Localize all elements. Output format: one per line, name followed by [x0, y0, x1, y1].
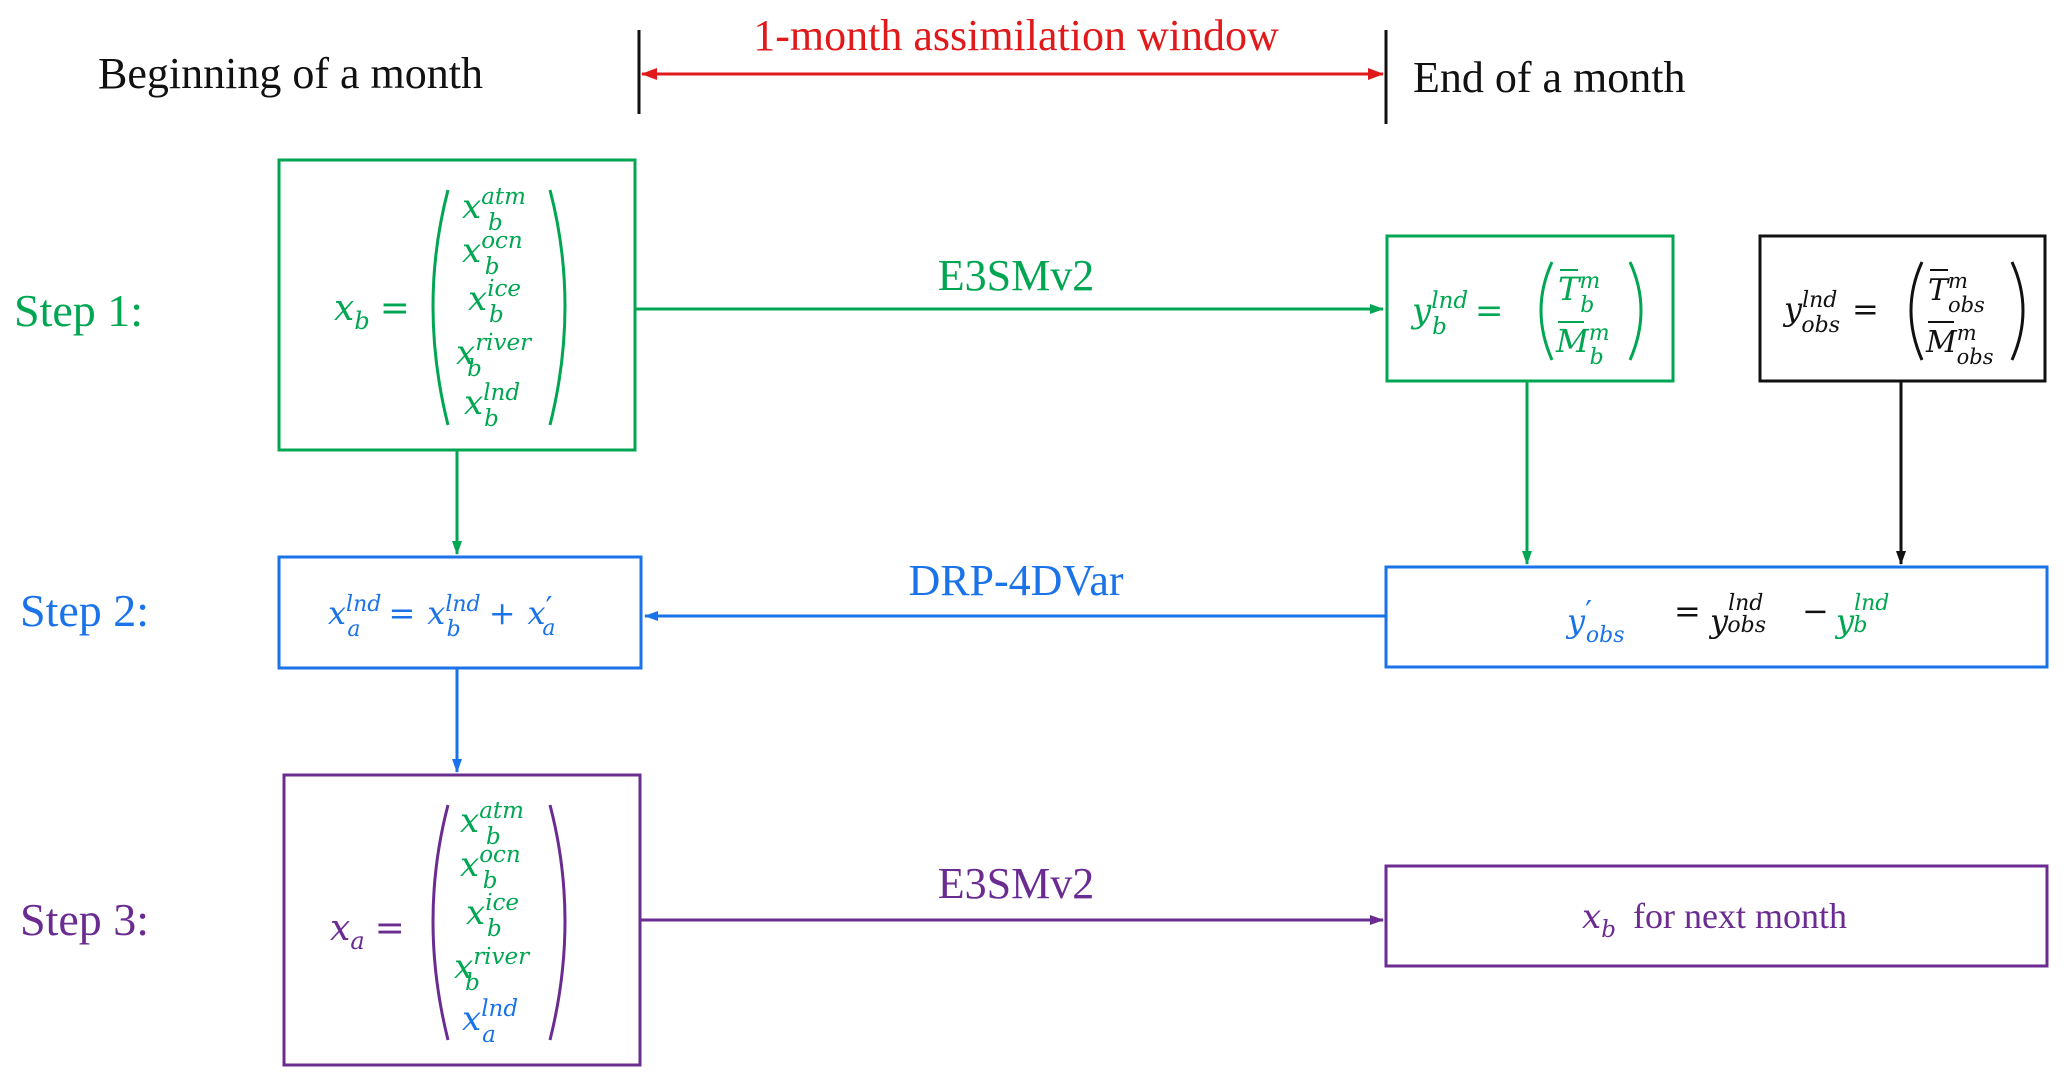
- assimilation-window-label: 1-month assimilation window: [753, 11, 1279, 60]
- left-paren: [431, 189, 450, 426]
- right-paren: [548, 189, 567, 426]
- step3-model-label: E3SMv2: [938, 859, 1094, 908]
- right-paren: [548, 804, 567, 1041]
- end-of-month-label: End of a month: [1413, 53, 1686, 102]
- analysis-state-box: [282, 773, 642, 1067]
- svg-text:for next month: for next month: [1633, 896, 1847, 936]
- step1-model-label: E3SMv2: [938, 251, 1094, 300]
- model-output-box: [1385, 234, 1675, 383]
- innovation-box: [1384, 565, 2049, 669]
- next-month-box: [1384, 864, 2049, 968]
- right-paren: [1628, 261, 1643, 361]
- background-state-box: [277, 158, 637, 452]
- svg-text:xb: xb: [1582, 897, 1616, 943]
- beginning-of-month-label: Beginning of a month: [98, 49, 483, 98]
- left-paren: [1909, 261, 1924, 361]
- next-month-text: xb for next month: [1582, 896, 1847, 943]
- svg-text:=: =: [1674, 592, 1701, 630]
- svg-text:y′obs: y′obs: [1565, 595, 1625, 648]
- left-paren: [431, 804, 450, 1041]
- step1-label: Step 1:: [14, 285, 143, 336]
- step2-label: Step 2:: [20, 585, 149, 636]
- left-paren: [1539, 261, 1554, 361]
- observation-box: [1758, 234, 2047, 383]
- svg-text:xb=: xb=: [334, 288, 410, 335]
- step2-method-label: DRP-4DVar: [908, 556, 1123, 605]
- svg-text:−: −: [1802, 592, 1829, 630]
- step3-label: Step 3:: [20, 894, 149, 945]
- right-paren: [2010, 261, 2025, 361]
- analysis-increment-box: [277, 555, 643, 670]
- svg-text:xa=: xa=: [330, 908, 405, 955]
